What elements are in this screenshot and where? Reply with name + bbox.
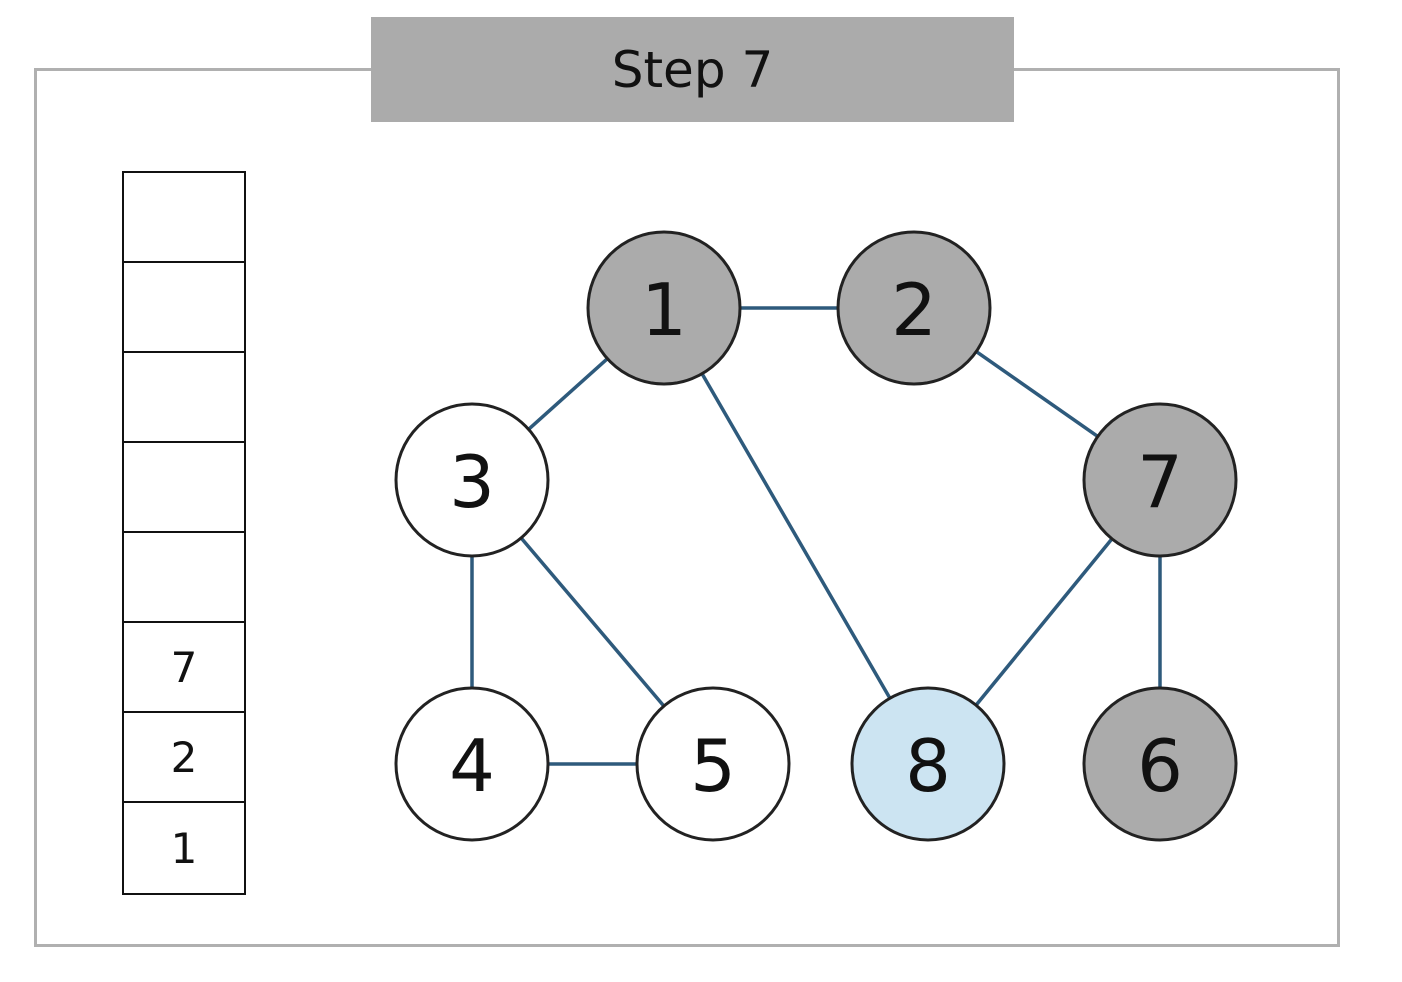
node-circle <box>394 686 550 842</box>
node-2: 2 <box>836 230 992 386</box>
stack: 7 2 1 <box>122 171 246 895</box>
edge-1-3 <box>527 357 609 431</box>
node-circle <box>1082 686 1238 842</box>
node-4: 4 <box>394 686 550 842</box>
node-6: 6 <box>1082 686 1238 842</box>
node-circle <box>850 686 1006 842</box>
node-label: 6 <box>1137 724 1183 808</box>
edge-2-7 <box>975 350 1099 438</box>
stack-cell <box>124 533 244 623</box>
stack-cell <box>124 263 244 353</box>
node-label: 1 <box>641 268 687 352</box>
node-1: 1 <box>586 230 742 386</box>
node-label: 8 <box>905 724 951 808</box>
stack-cell: 2 <box>124 713 244 803</box>
step-title: Step 7 <box>371 17 1014 122</box>
edge-1-8 <box>700 372 892 700</box>
edge-7-8 <box>974 537 1114 707</box>
node-3: 3 <box>394 402 550 558</box>
stack-cell: 1 <box>170 823 198 873</box>
node-label: 4 <box>449 724 495 808</box>
node-label: 7 <box>1137 440 1183 524</box>
node-label: 2 <box>891 268 937 352</box>
stack-cell <box>124 353 244 443</box>
stack-cell <box>124 443 244 533</box>
node-circle <box>635 686 791 842</box>
node-8: 8 <box>850 686 1006 842</box>
stack-cell <box>124 173 244 263</box>
node-circle <box>1082 402 1238 558</box>
node-circle <box>394 402 550 558</box>
node-label: 5 <box>690 724 736 808</box>
node-5: 5 <box>635 686 791 842</box>
edge-3-5 <box>519 536 666 708</box>
node-circle <box>836 230 992 386</box>
edges-layer <box>470 306 1162 766</box>
node-7: 7 <box>1082 402 1238 558</box>
nodes-layer: 1 2 3 7 4 5 8 6 <box>394 230 1238 842</box>
stack-cell: 7 <box>124 623 244 713</box>
node-label: 3 <box>449 440 495 524</box>
node-circle <box>586 230 742 386</box>
